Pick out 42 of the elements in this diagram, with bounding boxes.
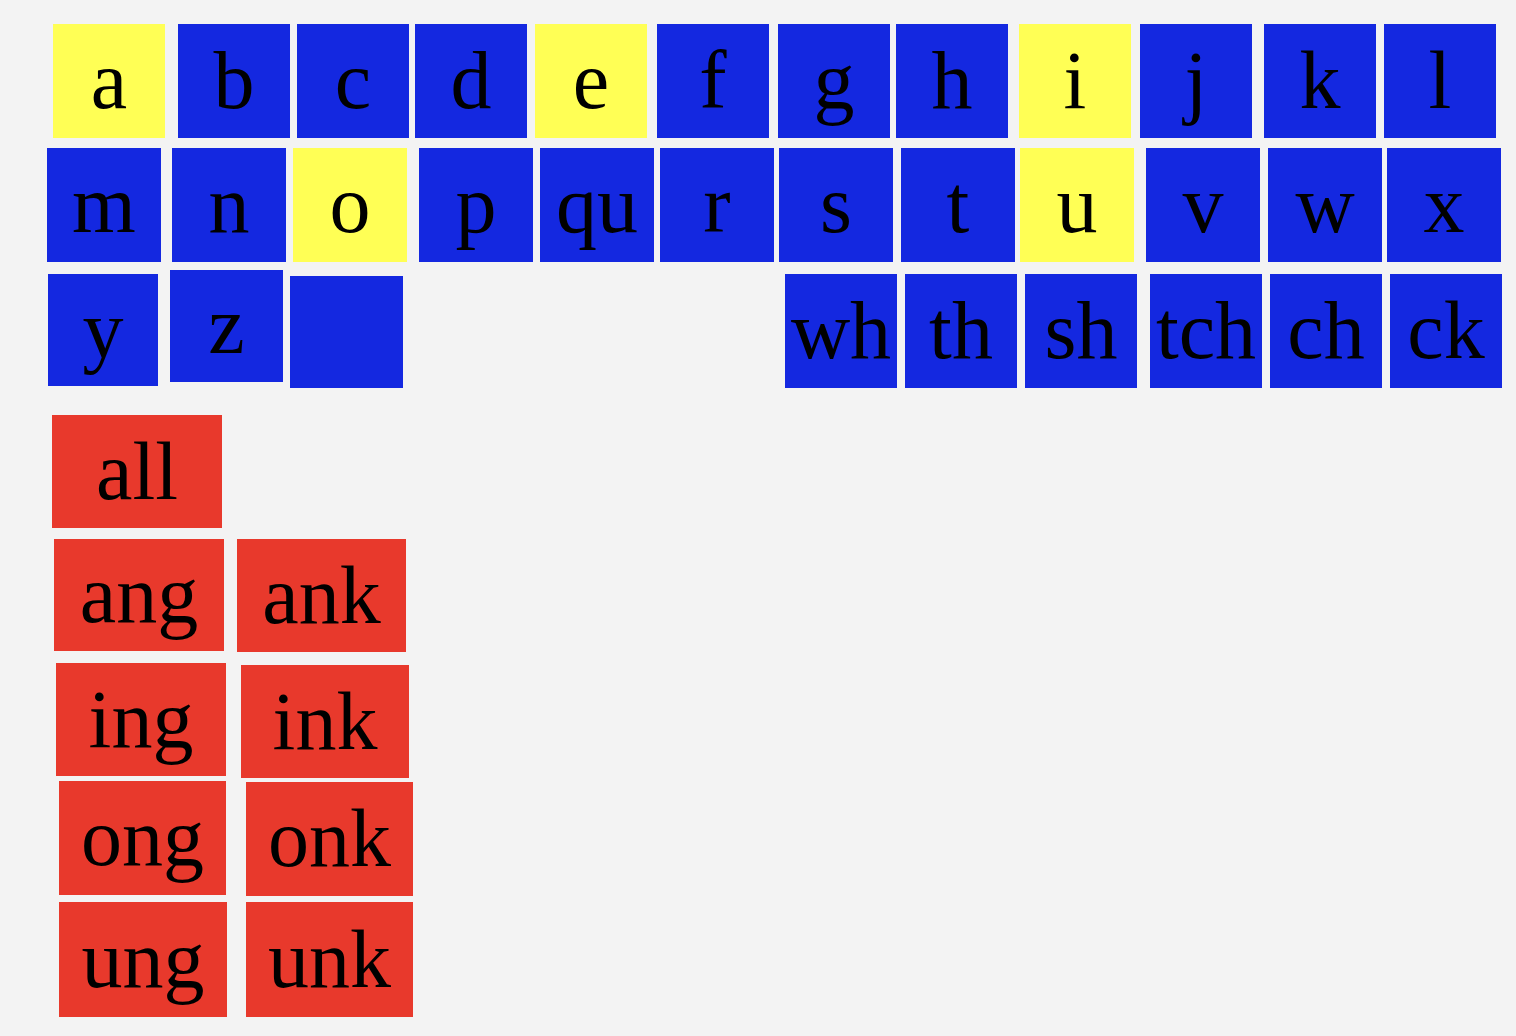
consonant-tile: th — [905, 274, 1017, 388]
consonant-tile: b — [178, 24, 290, 138]
vowel-tile: o — [293, 148, 407, 262]
vowel-tile: e — [535, 24, 647, 138]
consonant-tile: v — [1146, 148, 1260, 262]
consonant-tile: z — [170, 270, 283, 382]
consonant-tile: c — [297, 24, 409, 138]
consonant-tile: r — [660, 148, 774, 262]
consonant-tile: j — [1140, 24, 1252, 138]
consonant-tile: sh — [1025, 274, 1137, 388]
blank-tile — [290, 276, 403, 388]
word-family-tile: all — [52, 415, 222, 528]
word-family-tile: onk — [246, 782, 413, 896]
consonant-tile: l — [1384, 24, 1496, 138]
consonant-tile: y — [48, 274, 158, 386]
vowel-tile: a — [53, 24, 165, 138]
word-family-tile: ing — [56, 663, 226, 776]
consonant-tile: qu — [540, 148, 654, 262]
consonant-tile: h — [896, 24, 1008, 138]
consonant-tile: k — [1264, 24, 1376, 138]
consonant-tile: ch — [1270, 274, 1382, 388]
word-family-tile: unk — [246, 902, 413, 1017]
consonant-tile: tch — [1150, 274, 1262, 388]
consonant-tile: s — [779, 148, 893, 262]
consonant-tile: t — [901, 148, 1015, 262]
consonant-tile: g — [778, 24, 890, 138]
word-family-tile: ang — [54, 539, 224, 651]
word-family-tile: ong — [59, 781, 226, 895]
consonant-tile: w — [1268, 148, 1382, 262]
consonant-tile: wh — [785, 274, 897, 388]
consonant-tile: ck — [1390, 274, 1502, 388]
vowel-tile: u — [1020, 148, 1134, 262]
vowel-tile: i — [1019, 24, 1131, 138]
word-family-tile: ung — [59, 902, 227, 1017]
consonant-tile: m — [47, 148, 161, 262]
word-family-tile: ank — [237, 539, 406, 652]
word-family-tile: ink — [241, 665, 409, 778]
consonant-tile: d — [415, 24, 527, 138]
consonant-tile: n — [172, 148, 286, 262]
consonant-tile: p — [419, 148, 533, 262]
consonant-tile: f — [657, 24, 769, 138]
consonant-tile: x — [1387, 148, 1501, 262]
